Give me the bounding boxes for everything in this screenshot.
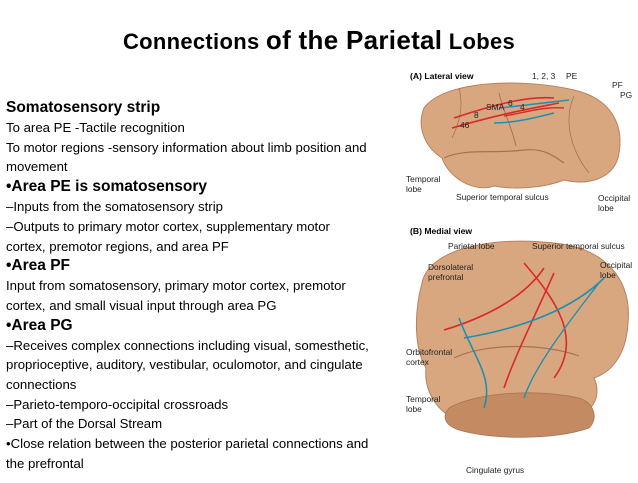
arrow-red-medial-3 (523, 262, 568, 379)
text-line: –Outputs to primary motor cortex, supple… (6, 218, 330, 234)
lateral-brain-shape (420, 82, 621, 189)
label-123: 1, 2, 3 (532, 71, 556, 81)
text-line: Input from somatosensory, primary motor … (6, 278, 346, 294)
section-heading: •Area PG (6, 316, 73, 334)
text-line: To area PE -Tactile recognition (6, 120, 185, 135)
medial-brain-shape (415, 240, 629, 430)
label-parietal-lobe: Parietal lobe (448, 241, 495, 251)
text-line: –Receives complex connections including … (6, 337, 369, 353)
occipital-sulcus (568, 95, 590, 174)
text-line: –Part of the Dorsal Stream (6, 416, 163, 432)
arrow-blue-medial-3 (523, 282, 600, 399)
cerebellum-shape (444, 392, 595, 438)
label-pf: PF (612, 80, 623, 90)
arrow-blue-2 (498, 99, 570, 109)
arrow-red-2 (451, 102, 560, 129)
arrow-red-medial-2 (503, 272, 555, 389)
section-heading: •Area PE is somatosensory (6, 178, 207, 196)
bullet-text-block: Somatosensory strip To area PE -Tactile r… (6, 98, 416, 474)
central-sulcus (498, 92, 517, 147)
label-6: 6 (508, 98, 513, 108)
label-4: 4 (520, 102, 525, 112)
text-line: movement (6, 159, 68, 175)
label-temporal-medial-1: Temporal (406, 394, 441, 404)
title-part-1: Connections (122, 29, 266, 54)
label-dorsolateral-2: prefrontal (428, 272, 464, 282)
label-dorsolateral-1: Dorsolateral (428, 262, 473, 272)
text-line: •Close relation between the posterior pa… (6, 436, 369, 452)
text-line: connections (6, 377, 77, 393)
label-temporal-1: Temporal (406, 174, 441, 184)
label-sts-lateral: Superior temporal sulcus (456, 192, 549, 202)
medial-view-heading: (B) Medial view (410, 226, 472, 236)
text-line: –Inputs from the somatosensory strip (6, 199, 223, 215)
text-line: cortex, and small visual input through a… (6, 297, 277, 313)
lateral-view-heading: (A) Lateral view (410, 71, 474, 81)
text-line: the prefrontal (6, 455, 84, 471)
title-part-3: Lobes (442, 29, 516, 54)
text-line: cortex, premotor regions, and area PF (6, 238, 229, 254)
section-heading: •Area PF (6, 257, 71, 275)
text-line: To motor regions -sensory information ab… (6, 139, 367, 155)
arrow-blue-medial-2 (458, 317, 488, 409)
label-orbitofrontal-1: Orbitofrontal (406, 347, 452, 357)
label-sma: SMA (486, 102, 505, 112)
text-line: –Parieto-temporo-occipital crossroads (6, 396, 229, 412)
label-occipital-medial-1: Occipital (600, 260, 632, 270)
lateral-sulcus (443, 149, 565, 164)
arrow-red-1 (453, 96, 555, 119)
label-cingulate-gyrus: Cingulate gyrus (466, 465, 524, 475)
label-temporal-medial-2: lobe (406, 404, 422, 414)
label-pe: PE (566, 71, 578, 81)
label-pg: PG (620, 90, 632, 100)
label-8: 8 (474, 110, 479, 120)
label-occipital-2: lobe (598, 203, 614, 213)
frontal-sulcus (451, 87, 462, 139)
label-occipital-medial-2: lobe (600, 270, 616, 280)
title-part-2: of the Parietal (265, 25, 443, 55)
label-orbitofrontal-2: cortex (406, 357, 430, 367)
text-line: proprioceptive, auditory, vestibular, oc… (6, 357, 363, 373)
label-temporal-2: lobe (406, 184, 422, 194)
arrow-blue-medial-1 (463, 277, 605, 339)
arrow-blue-1 (493, 112, 555, 124)
brain-diagram: (A) Lateral view 1, 2, 3 PE PF PG SMA 6 … (406, 71, 632, 475)
cingulate-sulcus (453, 345, 580, 359)
parietal-connections-figure: (A) Lateral view 1, 2, 3 PE PF PG SMA 6 … (404, 68, 638, 478)
arrow-red-3 (503, 106, 565, 117)
label-occipital-1: Occipital (598, 193, 630, 203)
section-heading: Somatosensory strip (6, 99, 161, 116)
label-sts-medial: Superior temporal sulcus (532, 241, 625, 251)
slide-title: Connections of the Parietal Lobes (0, 25, 638, 56)
label-46: 46 (460, 120, 470, 130)
